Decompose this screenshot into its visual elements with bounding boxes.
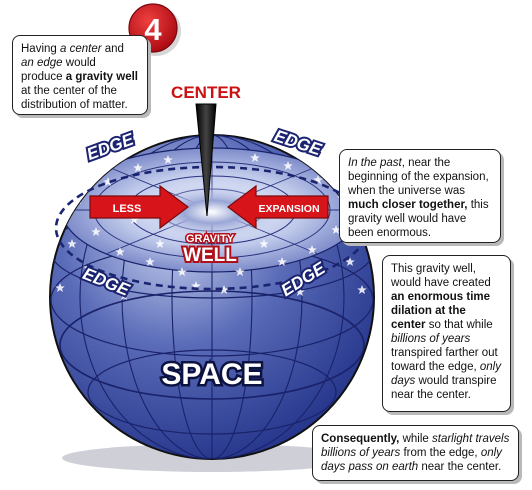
expansion-label: EXPANSION [258, 203, 319, 215]
note-text-run: while [399, 433, 432, 445]
center-needle [195, 103, 217, 217]
note-text-run: this gravity well would have been enormo… [348, 199, 489, 239]
step-number: 4 [144, 12, 162, 47]
less-label: LESS [113, 203, 142, 215]
note-text-run: near the center. [418, 461, 502, 473]
well-label: WELL [183, 245, 237, 266]
sphere-grid [50, 135, 374, 459]
note-time-dilation: This gravity well, would have created an… [382, 255, 511, 412]
expansion-arrow: EXPANSION [227, 184, 329, 230]
note-text-run: an edge [21, 57, 63, 69]
note-gravity-well: Having a center and an edge would produc… [12, 35, 148, 115]
note-text-run: and [101, 43, 124, 55]
note-text-run: only days pass on earth [321, 447, 502, 473]
note-text-run: at the center of the distribution of mat… [21, 85, 128, 111]
note-text-run: only days [391, 361, 501, 387]
note-text-run: a center [60, 43, 102, 55]
note-text-run: transpired farther out toward the edge, [391, 347, 498, 373]
note-past-expansion: In the past, near the beginning of the e… [339, 149, 501, 243]
note-consequently: Consequently, while starlight travels bi… [312, 425, 519, 481]
note-text-run: a gravity well [65, 71, 138, 83]
note-text-run: so that while [425, 319, 493, 331]
note-text-run: billions of years [391, 333, 471, 345]
note-text-run: Consequently, [321, 433, 400, 445]
gravity-label: GRAVITY [186, 233, 235, 245]
note-text-run: Having [21, 43, 60, 55]
center-label: CENTER [171, 83, 241, 102]
note-text-run: an enormous time dilation at the center [391, 291, 491, 331]
note-text-run: starlight travels billions of years [321, 433, 510, 459]
less-arrow: LESS [89, 184, 189, 230]
note-text-run: This gravity well, would have created [391, 263, 491, 289]
note-text-run: In the past [348, 157, 402, 169]
note-text-run: would produce [21, 57, 96, 83]
note-text-run: much closer together, [348, 199, 468, 211]
space-label: SPACE [161, 358, 262, 391]
note-text-run: from the edge, [400, 447, 481, 459]
note-text-run: would transpire near the center. [391, 375, 497, 401]
note-text-run: , near the beginning of the expansion, w… [348, 157, 489, 197]
